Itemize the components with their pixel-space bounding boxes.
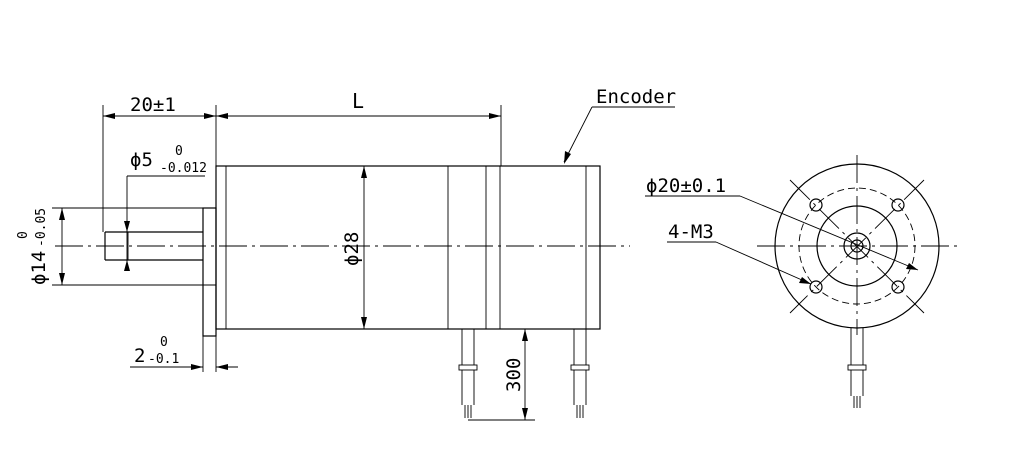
shaft-diameter-upper: 0 xyxy=(175,144,183,159)
flange-thickness-main: 2 xyxy=(134,345,145,367)
dim-flange-offset-label: 20±1 xyxy=(130,94,176,116)
dim-boss-diameter: ϕ14 0 -0.05 xyxy=(16,207,216,286)
boss-diameter-main: ϕ14 xyxy=(28,251,50,285)
dim-body-length-label: L xyxy=(352,89,364,113)
flange-thickness-upper: 0 xyxy=(160,335,168,350)
shaft-diameter-main: ϕ5 xyxy=(130,149,153,171)
body-outline xyxy=(774,163,940,329)
bolt-circle-label: ϕ20±0.1 xyxy=(646,175,726,197)
motor-body xyxy=(215,165,601,330)
dim-lead-length: 300 xyxy=(468,328,535,421)
boss-circle xyxy=(816,205,898,287)
flange-thickness-lower: -0.1 xyxy=(148,352,179,367)
dim-body-length: L xyxy=(216,89,502,166)
boss-diameter-upper: 0 xyxy=(16,231,31,239)
dim-shaft-diameter: ϕ5 0 -0.012 xyxy=(124,144,207,271)
bolt-circle xyxy=(798,187,916,305)
mount-hole xyxy=(809,280,823,294)
encoder-callout: Encoder xyxy=(563,86,676,164)
flange xyxy=(202,207,217,337)
shaft-diameter-lower: -0.012 xyxy=(160,161,207,176)
shaft-circle xyxy=(843,232,871,260)
lead-wires xyxy=(458,329,590,418)
front-view: ϕ20±0.1 4-M3 xyxy=(645,155,957,408)
mount-holes-callout: 4-M3 xyxy=(667,221,812,285)
bolt-circle-callout: ϕ20±0.1 xyxy=(645,175,919,271)
lead-length-label: 300 xyxy=(503,358,525,392)
dim-body-diameter: ϕ28 xyxy=(341,166,367,329)
mount-hole xyxy=(891,198,905,212)
lead-wire xyxy=(458,329,478,418)
dim-flange-offset: 20±1 xyxy=(102,94,217,232)
dim-flange-thickness: 2 0 -0.1 xyxy=(130,335,238,372)
shaft xyxy=(104,231,203,261)
body-diameter-label: ϕ28 xyxy=(341,232,363,266)
mount-holes-label: 4-M3 xyxy=(668,221,714,243)
front-cable xyxy=(847,328,867,408)
boss-diameter-lower: -0.05 xyxy=(34,208,49,247)
encoder-label: Encoder xyxy=(596,86,676,108)
mount-hole xyxy=(809,198,823,212)
side-view: 20±1 L Encoder ϕ5 0 -0.012 xyxy=(16,86,676,421)
lead-wire xyxy=(570,329,590,418)
mount-hole xyxy=(891,280,905,294)
